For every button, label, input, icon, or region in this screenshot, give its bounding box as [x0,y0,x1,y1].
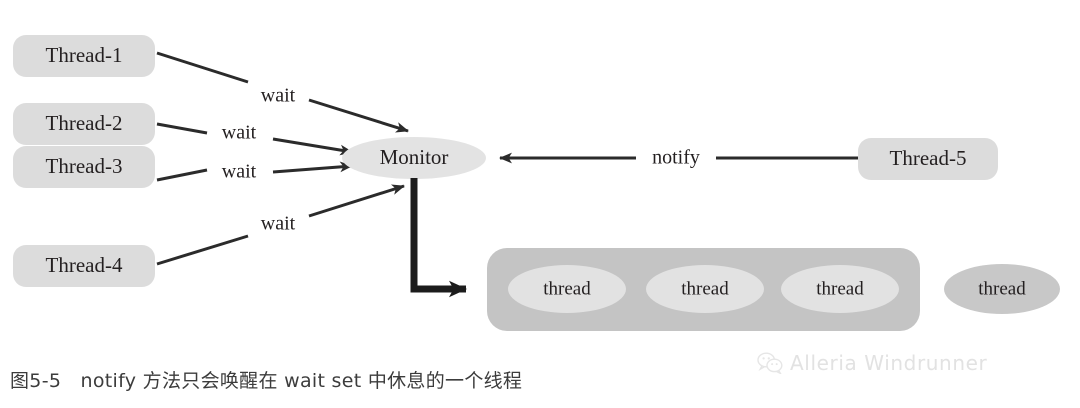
thread-box-1-label: Thread-1 [46,43,123,67]
thread-box-3[interactable]: Thread-3 [13,146,155,188]
wait-set-thread-3[interactable]: thread [781,265,899,313]
monitor-to-waitset-arrow [410,178,467,298]
monitor-label: Monitor [380,145,449,169]
thread-box-4-label: Thread-4 [46,253,123,277]
wait-label-1: wait [261,85,296,107]
figure-caption: 图5-5 notify 方法只会唤醒在 wait set 中休息的一个线程 [10,370,523,392]
wait-edge-3-stem [156,168,208,182]
wait-label-4: wait [261,213,296,235]
wait-set-thread-2[interactable]: thread [646,265,764,313]
thread-box-2-label: Thread-2 [46,111,123,135]
watermark-text: Alleria Windrunner [790,351,988,375]
wait-set-thread-1-label: thread [543,278,591,299]
wait-edge-2-stem [156,122,208,135]
wait-edge-2-arrow [272,137,353,156]
free-thread[interactable]: thread [944,264,1060,314]
thread-box-3-label: Thread-3 [46,154,123,178]
wait-label-2: wait [222,122,257,144]
free-thread-label: thread [978,278,1026,299]
wait-set-container: thread thread thread [487,248,920,331]
thread-box-5-label: Thread-5 [890,146,967,170]
wait-set-thread-2-label: thread [681,278,729,299]
monitor-node[interactable]: Monitor [342,137,486,179]
watermark: Alleria Windrunner [757,351,987,375]
thread-box-5[interactable]: Thread-5 [858,138,998,180]
wait-edge-4-stem [156,234,249,266]
thread-box-2[interactable]: Thread-2 [13,103,155,145]
wait-edge-4-arrow [308,184,405,218]
wait-edge-1-arrow [308,98,409,133]
wait-set-thread-1[interactable]: thread [508,265,626,313]
thread-box-1[interactable]: Thread-1 [13,35,155,77]
wait-label-3: wait [222,161,257,183]
wait-set-thread-3-label: thread [816,278,864,299]
wechat-icon [757,352,783,374]
notify-label: notify [652,147,700,169]
wait-edge-3-arrow [272,161,353,174]
wait-edge-1-stem [156,51,249,84]
thread-box-4[interactable]: Thread-4 [13,245,155,287]
